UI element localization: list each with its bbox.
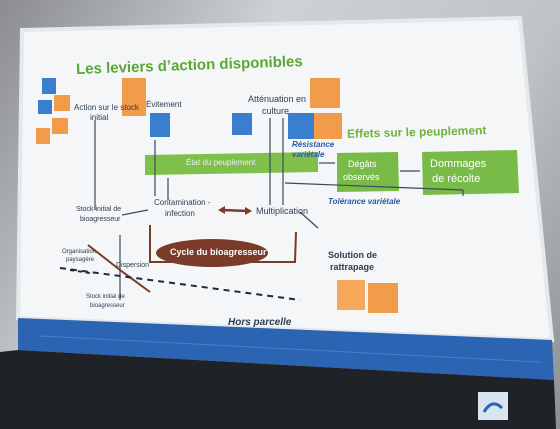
etat-peuplement-label: État du peuplement <box>186 158 256 167</box>
logo-icon <box>478 392 508 420</box>
attenuation-label: Atténuation en <box>248 94 307 104</box>
contamination-label-2: infection <box>165 209 195 218</box>
dommages-box <box>422 150 519 195</box>
sticky-note <box>42 78 56 94</box>
cycle-label: Cycle du bioagresseur <box>170 247 267 257</box>
resistance-label: Résistance <box>292 140 335 149</box>
screen-frame <box>0 350 556 429</box>
stock-label-2: bioagresseur <box>80 216 121 223</box>
sticky-note <box>314 113 342 139</box>
sticky-note <box>122 78 146 116</box>
degats-label-2: observés <box>343 172 380 182</box>
action-stock-label: Action sur le stock <box>74 103 139 112</box>
etat-peuplement-bar <box>145 152 318 175</box>
culture-label: culture <box>262 106 290 116</box>
organisation-label-2: paysagère <box>66 257 95 263</box>
hors-parcelle-boundary <box>59 267 301 301</box>
solution-label-1: Solution de <box>328 250 377 260</box>
contamination-label-1: Contamination - <box>154 198 211 207</box>
variétale-label: variétale <box>292 150 325 159</box>
cycle-bioagresseur-badge <box>156 239 268 267</box>
dommages-label-1: Dommages <box>430 158 487 170</box>
sticky-note <box>36 128 50 144</box>
solution-label-2: rattrapage <box>330 262 375 272</box>
evitement-label: Évitement <box>146 100 182 109</box>
sticky-note <box>368 283 398 313</box>
multiplication-label: Multiplication <box>256 206 309 216</box>
tolerance-label: Tolérance variétale <box>328 197 401 206</box>
degats-box <box>337 152 399 192</box>
sticky-note <box>38 100 52 114</box>
sticky-note <box>54 95 70 111</box>
organisation-label-1: Organisation <box>62 249 97 255</box>
sticky-note <box>310 78 340 108</box>
sticky-note <box>150 113 170 137</box>
stock-ext-label-2: bioagresseur <box>90 303 125 309</box>
sticky-note <box>288 113 314 139</box>
degats-label-1: Dégâts <box>348 159 377 169</box>
hors-parcelle-label: Hors parcelle <box>228 317 292 328</box>
stock-ext-label-1: Stock initial de <box>86 294 125 300</box>
stock-label-1: Stock initial de <box>76 206 122 213</box>
sticky-note <box>52 118 68 134</box>
dispersion-label: Dispersion <box>116 262 150 269</box>
sticky-note <box>337 280 365 310</box>
slide-surface <box>18 18 552 340</box>
dommages-label-2: de récolte <box>432 173 481 185</box>
sticky-note <box>232 113 252 135</box>
initial-label: initial <box>90 113 109 122</box>
